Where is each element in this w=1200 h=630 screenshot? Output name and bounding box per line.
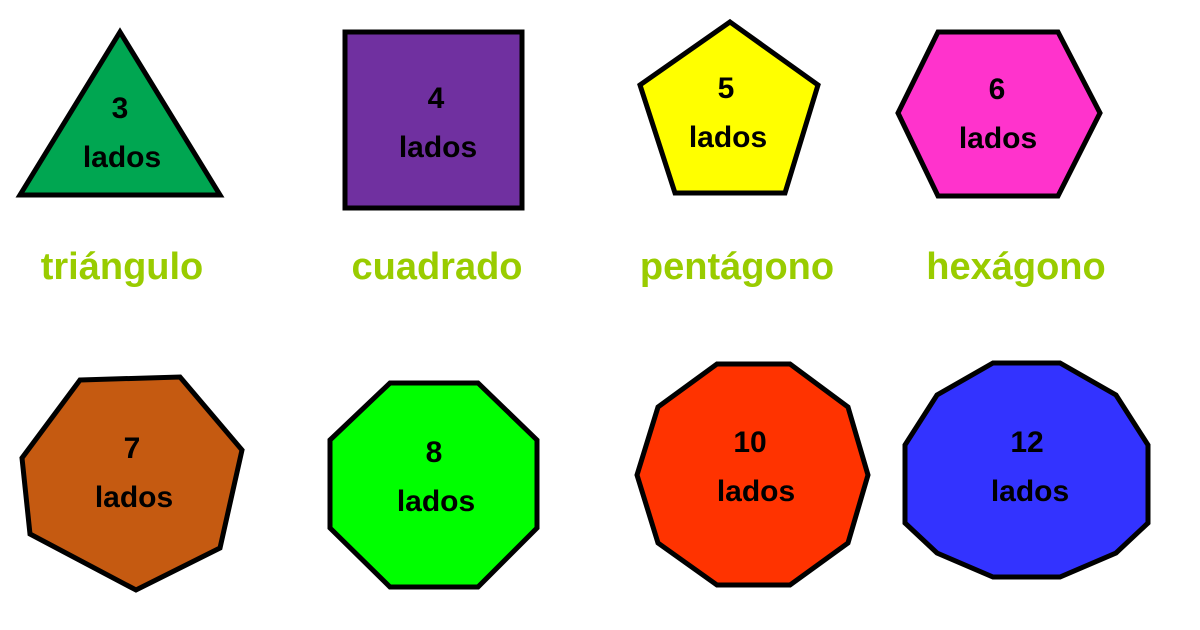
triangle-polygon (15, 27, 225, 198)
shape-square: 4 lados (342, 29, 525, 211)
shape-hexagon: 6 lados (895, 29, 1103, 199)
shape-pentagon: 5 lados (637, 18, 821, 196)
square-sides-label: lados (399, 131, 477, 164)
hexagon-name: hexágono (926, 246, 1105, 288)
pentagon-polygon (637, 18, 821, 196)
heptagon-polygon (19, 374, 245, 593)
octagon-sides-count: 8 (426, 436, 443, 469)
triangle-sides-label: lados (83, 141, 161, 174)
hexagon-sides-label: lados (959, 122, 1037, 155)
square-name: cuadrado (351, 246, 522, 288)
triangle-sides-count: 3 (112, 92, 129, 125)
dodecagon-polygon (902, 360, 1151, 580)
pentagon-sides-label: lados (689, 121, 767, 154)
hexagon-sides-count: 6 (989, 73, 1006, 106)
shape-triangle: 3 lados (15, 27, 225, 198)
square-sides-count: 4 (428, 82, 445, 115)
dodecagon-sides-count: 12 (1010, 426, 1043, 459)
octagon-sides-label: lados (397, 485, 475, 518)
hexagon-polygon (895, 29, 1103, 199)
pentagon-sides-count: 5 (718, 72, 735, 105)
octagon-polygon (327, 380, 540, 590)
shape-dodecagon: 12 lados (902, 360, 1151, 580)
decagon-polygon (634, 361, 871, 588)
square-polygon (342, 29, 525, 211)
shape-octagon: 8 lados (327, 380, 540, 590)
shape-decagon: 10 lados (634, 361, 871, 588)
triangle-name: triángulo (41, 246, 204, 288)
decagon-sides-label: lados (717, 475, 795, 508)
pentagon-name: pentágono (640, 246, 834, 288)
decagon-sides-count: 10 (733, 426, 766, 459)
dodecagon-sides-label: lados (991, 475, 1069, 508)
shape-heptagon: 7 lados (19, 374, 245, 593)
heptagon-sides-count: 7 (124, 432, 141, 465)
heptagon-sides-label: lados (95, 481, 173, 514)
